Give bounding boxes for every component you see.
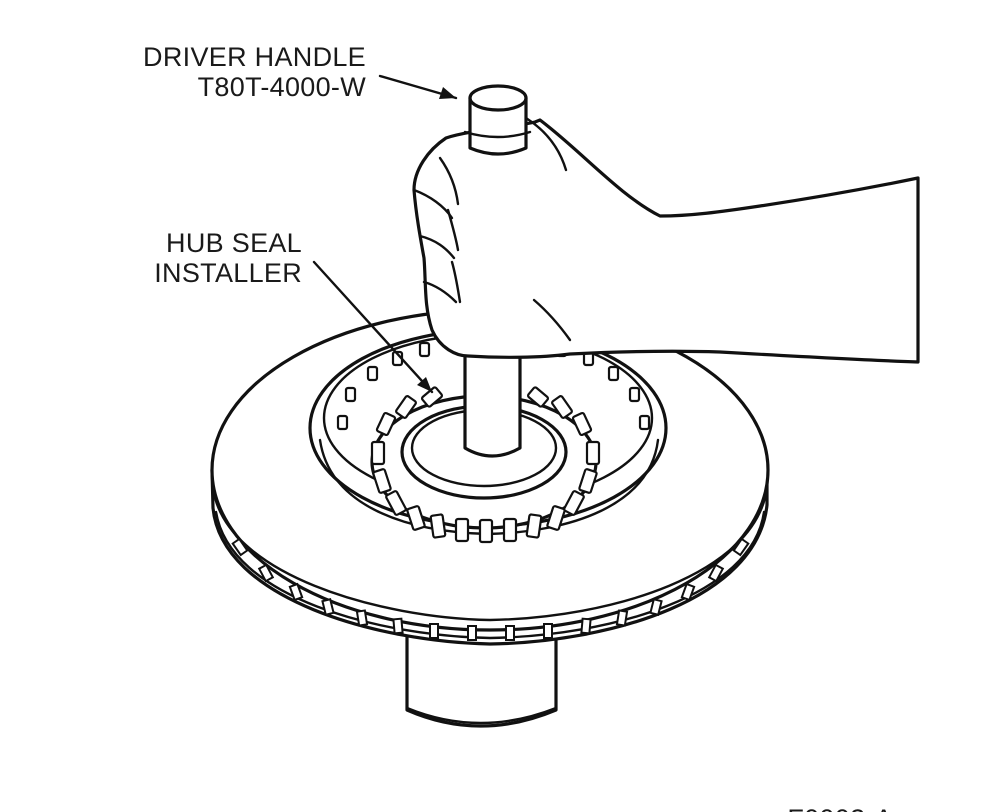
- driver-handle-leader-arrowhead: [439, 87, 456, 99]
- hub-seal-installer-label-line2: INSTALLER: [154, 258, 302, 288]
- hub-seal-installer-leader-line: [312, 260, 434, 394]
- leader-lines: [312, 74, 458, 394]
- installer-teeth: [370, 386, 601, 544]
- hub-boss: [405, 630, 558, 728]
- driver-handle-label-line1: DRIVER HANDLE: [143, 42, 366, 72]
- hub-seal-installer-callout: HUB SEAL INSTALLER: [154, 228, 302, 288]
- driver-handle-callout: DRIVER HANDLE T80T-4000-W: [143, 42, 366, 102]
- hub-seal-installer: [370, 386, 601, 544]
- rotor-cooling-vanes: [231, 537, 750, 641]
- driver-handle-label-line2: T80T-4000-W: [198, 72, 367, 102]
- hub-seal-installer-leader-arrowhead: [417, 377, 432, 392]
- hand-gripping-handle: [412, 84, 920, 364]
- figure-id-label: F0003-A: [787, 804, 893, 812]
- hub-seal-installer-label-line1: HUB SEAL: [166, 228, 302, 258]
